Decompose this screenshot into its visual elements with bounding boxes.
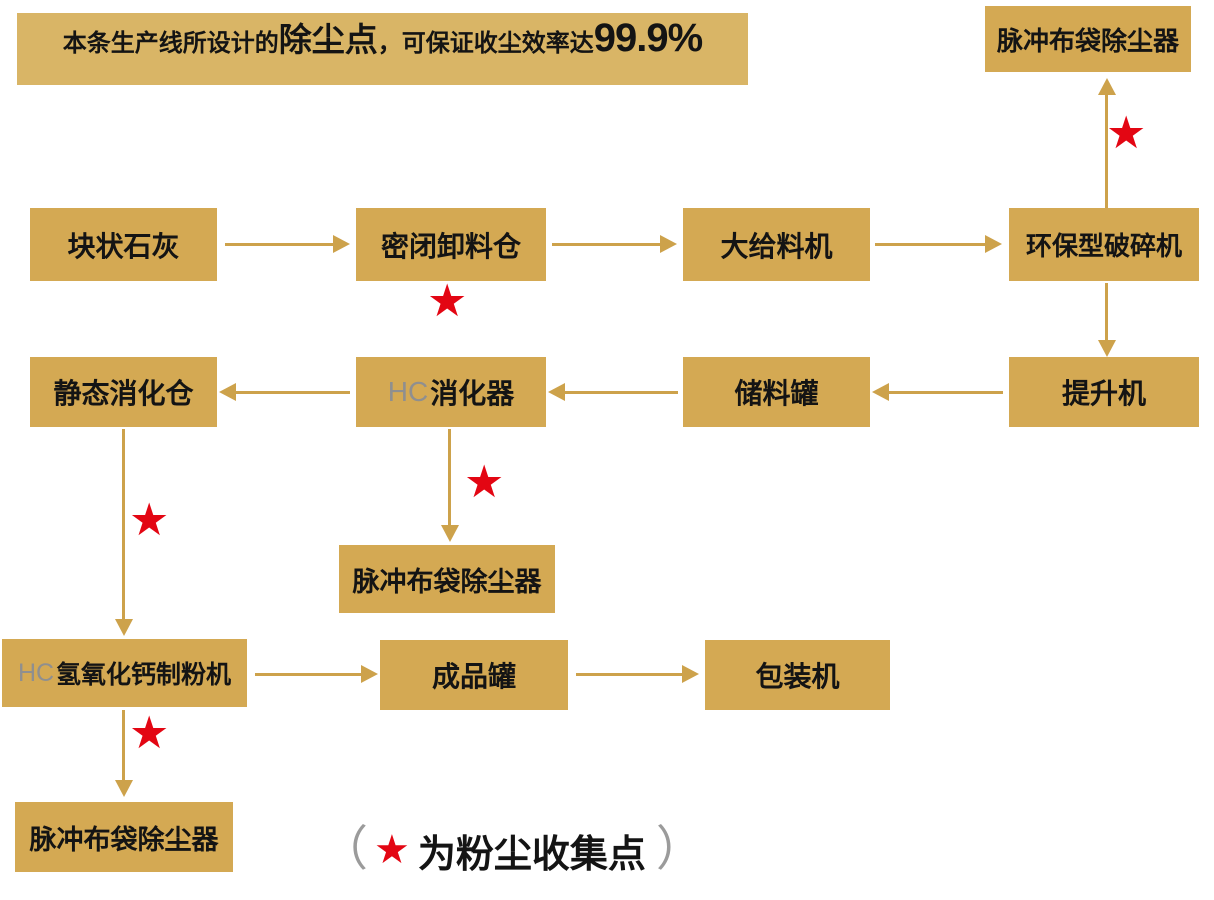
arrow-crusher-to-top-collector-line	[1105, 95, 1108, 208]
legend-label: 为粉尘收集点	[417, 833, 646, 876]
arrow-storage-to-digester-line	[565, 391, 678, 394]
arrow-silo-to-feeder-line	[552, 243, 662, 246]
node-sealed-unloading-silo: 密闭卸料仓	[356, 208, 546, 281]
node-hc-mill-label: 氢氧化钙制粉机	[56, 661, 232, 689]
arrow-digester-to-mid-collector-line	[448, 429, 451, 525]
title-text-2: ，可保证收尘效率达	[377, 30, 594, 57]
star-icon-mill: ★	[129, 706, 170, 759]
node-static-digestion-silo: 静态消化仓	[30, 357, 217, 427]
node-large-feeder-label: 大给料机	[720, 230, 833, 262]
node-storage-tank-label: 储料罐	[734, 378, 819, 409]
arrow-elevator-to-storage-head	[872, 383, 889, 401]
arrow-product-tank-to-packing-line	[576, 673, 682, 676]
arrow-product-tank-to-packing-head	[682, 665, 699, 683]
arrow-static-silo-to-mill-head	[115, 619, 133, 636]
arrow-silo-to-feeder-head	[660, 235, 677, 253]
title-text-1: 本条生产线所设计的	[62, 30, 279, 57]
arrow-mill-to-product-tank-head	[361, 665, 378, 683]
node-eco-crusher-label: 环保型破碎机	[1025, 231, 1182, 261]
node-hc-mill-prefix: HC	[17, 658, 55, 687]
node-mid-dust-collector: 脉冲布袋除尘器	[339, 545, 555, 613]
arrow-mill-to-product-tank-line	[255, 673, 361, 676]
arrow-crusher-to-elevator-line	[1105, 283, 1108, 340]
arrow-digester-to-mid-collector-head	[441, 525, 459, 542]
legend-star-icon: ★	[374, 827, 410, 873]
node-storage-tank: 储料罐	[683, 357, 870, 427]
arrow-lime-to-silo-head	[333, 235, 350, 253]
arrow-lime-to-silo-line	[225, 243, 335, 246]
arrow-mill-to-bottom-collector-line	[122, 710, 125, 780]
node-large-feeder: 大给料机	[683, 208, 870, 281]
node-finished-product-tank: 成品罐	[380, 640, 568, 710]
title-text-highlight: 除尘点	[278, 21, 378, 58]
node-packing-machine: 包装机	[705, 640, 890, 710]
node-packing-machine-label: 包装机	[755, 661, 840, 692]
node-top-dust-collector-label: 脉冲布袋除尘器	[996, 25, 1179, 56]
arrow-digester-to-static-silo-head	[219, 383, 236, 401]
arrow-storage-to-digester-head	[548, 383, 565, 401]
node-mid-dust-collector-label: 脉冲布袋除尘器	[352, 566, 542, 597]
node-lump-lime-label: 块状石灰	[67, 230, 180, 262]
legend: （ ★ 为粉尘收集点 ）	[320, 818, 704, 882]
node-hc-digester-prefix: HC	[387, 376, 429, 407]
node-elevator-label: 提升机	[1061, 378, 1146, 409]
node-bottom-dust-collector-label: 脉冲布袋除尘器	[29, 824, 219, 855]
node-lump-lime: 块状石灰	[30, 208, 217, 281]
arrow-crusher-to-top-collector-head	[1098, 78, 1116, 95]
star-icon-sealed-silo: ★	[427, 274, 468, 327]
node-static-digestion-silo-label: 静态消化仓	[53, 378, 194, 409]
node-finished-product-tank-label: 成品罐	[431, 661, 516, 692]
arrow-mill-to-bottom-collector-head	[115, 780, 133, 797]
node-hc-digester-label: 消化器	[430, 378, 515, 409]
star-icon-top-collector: ★	[1106, 106, 1147, 159]
star-icon-static-silo: ★	[129, 493, 170, 546]
arrow-static-silo-to-mill-line	[122, 429, 125, 619]
arrow-feeder-to-crusher-line	[875, 243, 987, 246]
legend-close-paren: ）	[655, 823, 704, 876]
node-bottom-dust-collector: 脉冲布袋除尘器	[15, 802, 233, 872]
arrow-elevator-to-storage-line	[889, 391, 1003, 394]
node-top-dust-collector: 脉冲布袋除尘器	[985, 6, 1191, 72]
arrow-feeder-to-crusher-head	[985, 235, 1002, 253]
node-eco-crusher: 环保型破碎机	[1009, 208, 1199, 281]
arrow-crusher-to-elevator-head	[1098, 340, 1116, 357]
star-icon-mid-collector: ★	[464, 455, 505, 508]
node-sealed-unloading-silo-label: 密闭卸料仓	[380, 230, 521, 262]
node-elevator: 提升机	[1009, 357, 1199, 427]
arrow-digester-to-static-silo-line	[236, 391, 350, 394]
legend-open-paren: （	[320, 823, 369, 876]
title-percentage: 99.9%	[593, 16, 703, 60]
